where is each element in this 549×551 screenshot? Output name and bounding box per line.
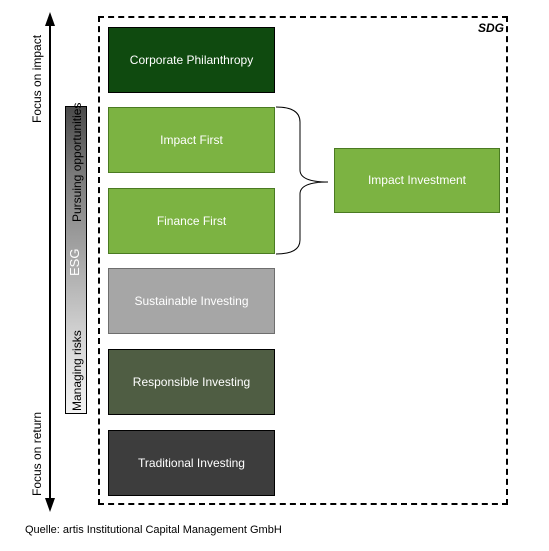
box-impact-first: Impact First xyxy=(108,107,275,173)
esg-lower-label: Managing risks xyxy=(70,330,84,411)
box-finance-first: Finance First xyxy=(108,188,275,254)
axis-arrow-up xyxy=(45,12,55,26)
curly-bracket xyxy=(275,106,329,255)
axis-arrow-down xyxy=(45,498,55,512)
box-impact-investment: Impact Investment xyxy=(334,148,500,213)
box-responsible-investing: Responsible Investing xyxy=(108,349,275,415)
esg-label: ESG xyxy=(67,248,82,276)
axis-label-bottom: Focus on return xyxy=(30,411,44,496)
source-caption: Quelle: artis Institutional Capital Mana… xyxy=(25,524,282,536)
box-traditional-investing: Traditional Investing xyxy=(108,430,275,496)
esg-upper-label: Pursuing opportunities xyxy=(70,102,84,222)
sdg-frame xyxy=(98,16,508,505)
sdg-label: SDG xyxy=(477,21,504,35)
box-sustainable-investing: Sustainable Investing xyxy=(108,268,275,334)
box-corporate-philanthropy: Corporate Philanthropy xyxy=(108,27,275,93)
axis-label-top: Focus on impact xyxy=(30,34,44,123)
esg-gradient-bar xyxy=(65,106,87,414)
